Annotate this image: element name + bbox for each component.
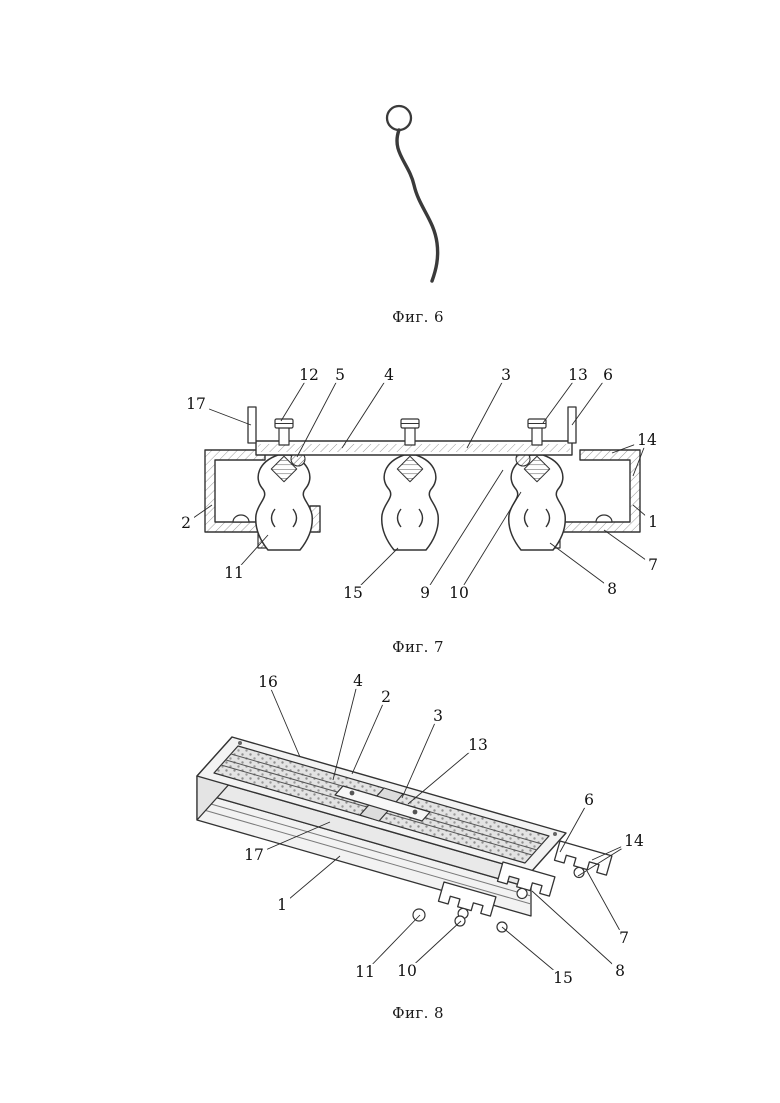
part-number-label: 13 <box>565 367 591 383</box>
part-number-label: 9 <box>417 585 433 601</box>
fig8-drawing <box>196 736 613 933</box>
part-number-label: 16 <box>255 674 281 690</box>
part-number-label: 7 <box>616 930 632 946</box>
leader-line <box>531 890 621 972</box>
plate-screw <box>349 790 355 796</box>
part-number-label: 7 <box>645 557 661 573</box>
leader-line <box>332 680 359 781</box>
leader-line <box>364 914 421 973</box>
part-number-label: 6 <box>581 792 597 808</box>
part-number-label: 5 <box>332 367 348 383</box>
clamp-left <box>254 454 314 551</box>
part-number-label: 14 <box>634 432 660 448</box>
clamp-right <box>507 454 567 551</box>
end-profile-1 <box>551 840 613 886</box>
fig8-caption: Фиг. 8 <box>392 1004 444 1022</box>
leader-line <box>351 696 387 775</box>
panel-groove <box>385 812 533 856</box>
part-number-label: 1 <box>274 897 290 913</box>
leader-line <box>401 715 439 799</box>
fig6-drawing <box>385 104 440 283</box>
panel-hatch <box>258 444 570 452</box>
part-number-label: 17 <box>241 847 267 863</box>
fig7-drawing <box>204 406 641 551</box>
bottom-clamp-2 <box>454 915 466 927</box>
left-screw-dome <box>232 514 250 523</box>
leader-line <box>458 491 522 594</box>
part-number-label: 12 <box>296 367 322 383</box>
base-rail-line <box>196 799 532 897</box>
leader-line <box>281 855 341 906</box>
base-rail-line <box>196 807 532 905</box>
leader-line <box>407 744 479 805</box>
part-number-label: 15 <box>340 585 366 601</box>
fig6-curved-tail <box>395 128 440 283</box>
leader-lines <box>185 374 654 979</box>
part-number-label: 17 <box>183 396 209 412</box>
fig7-caption: Фиг. 7 <box>392 638 444 656</box>
leader-line <box>424 469 504 594</box>
part-number-label: 14 <box>621 833 647 849</box>
leader-line <box>603 529 654 566</box>
right-screw-dome <box>595 514 613 523</box>
leader-line <box>501 926 564 979</box>
part-number-label: 8 <box>604 581 620 597</box>
part-number-label: 13 <box>465 737 491 753</box>
left-flange <box>247 406 257 444</box>
part-number-label: 2 <box>378 689 394 705</box>
part-number-label: 11 <box>221 565 247 581</box>
part-number-label: 6 <box>600 367 616 383</box>
leader-line <box>571 374 609 426</box>
leader-line <box>586 870 625 939</box>
rim-screw <box>238 741 242 745</box>
bottom-clamp-1 <box>412 908 426 922</box>
panel-groove <box>220 764 368 808</box>
plate-screw <box>412 809 418 815</box>
clamp-center <box>380 454 440 551</box>
part-number-label: 1 <box>645 514 661 530</box>
part-number-label: 8 <box>612 963 628 979</box>
leader-line <box>559 799 590 853</box>
fig6-caption: Фиг. 6 <box>392 308 444 326</box>
connector-plate <box>334 785 431 822</box>
leader-line <box>341 374 390 449</box>
rim-screw <box>553 832 557 836</box>
leader-line <box>296 374 341 458</box>
fig6-loop-head <box>385 104 413 132</box>
leader-line <box>549 542 613 590</box>
part-number-label: 10 <box>446 585 472 601</box>
part-number-label: 15 <box>550 970 576 986</box>
part-number-label: 2 <box>178 515 194 531</box>
part-number-label: 11 <box>352 964 378 980</box>
part-number-label: 3 <box>430 708 446 724</box>
part-number-label: 4 <box>350 673 366 689</box>
part-number-label: 4 <box>381 367 397 383</box>
leader-line <box>267 681 301 758</box>
part-number-label: 10 <box>394 963 420 979</box>
leader-line <box>406 920 462 972</box>
leader-line <box>466 374 507 449</box>
part-number-label: 3 <box>498 367 514 383</box>
